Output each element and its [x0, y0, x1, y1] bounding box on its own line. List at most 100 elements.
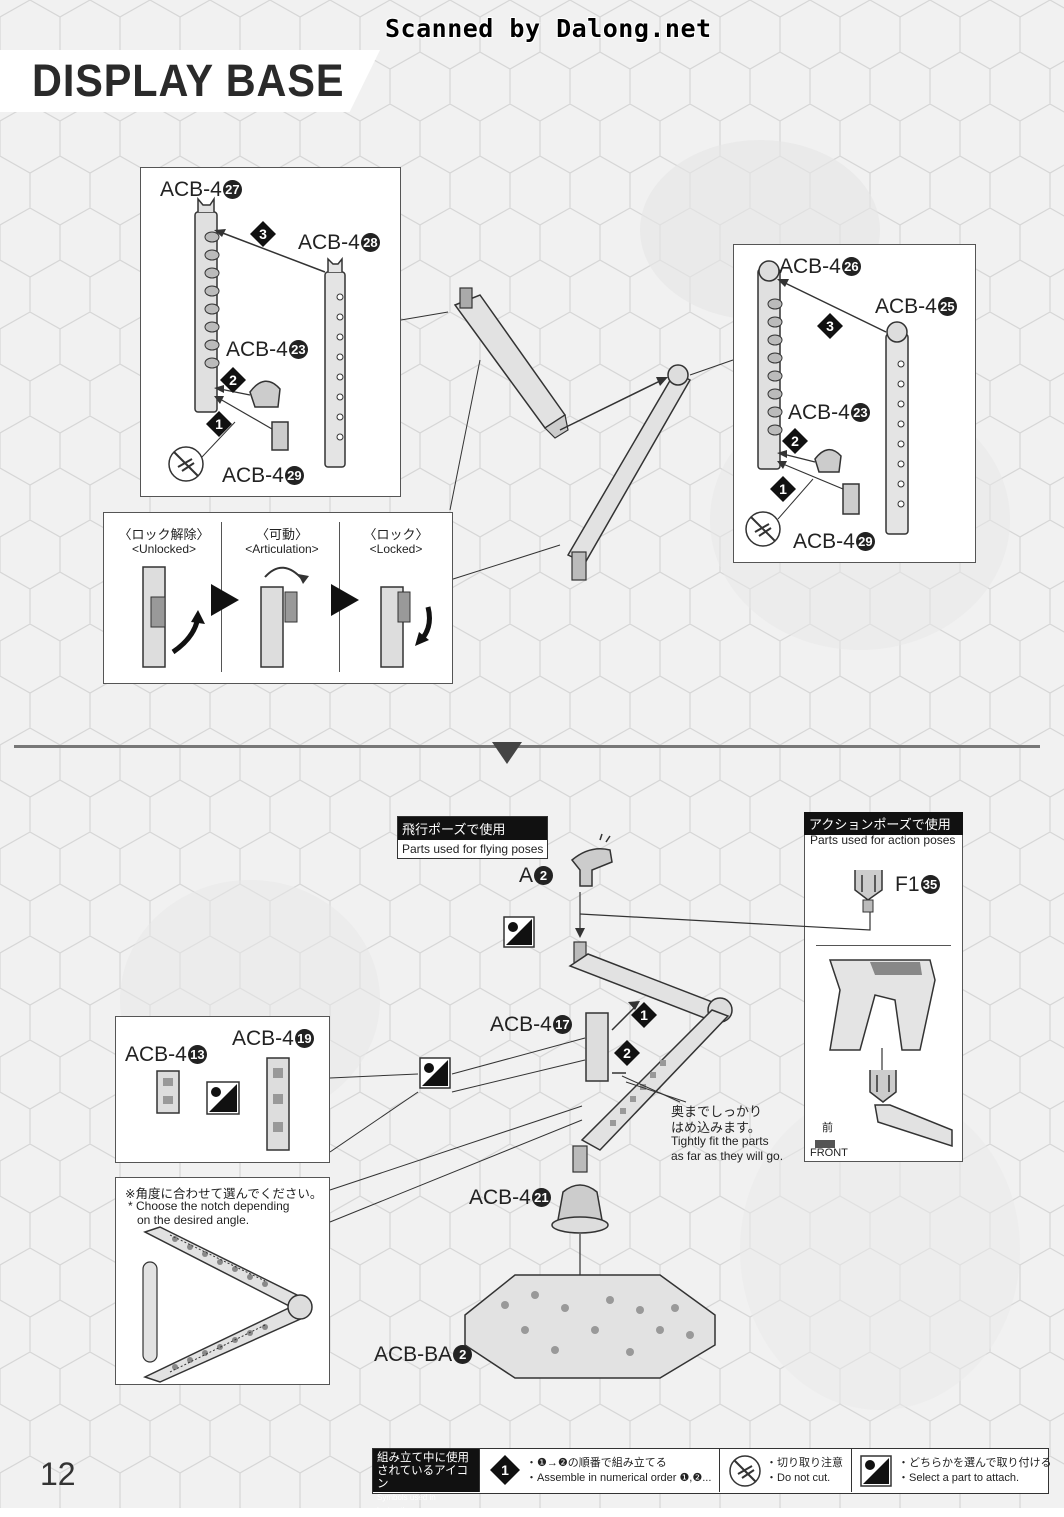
part-number: 13	[187, 1045, 207, 1064]
legend-head-3: Symbols used in instructions	[377, 1493, 436, 1515]
legend-cut-jp: ・切り取り注意	[766, 1457, 843, 1469]
label-text: ACB-4	[226, 338, 288, 361]
front-label-en: FRONT	[810, 1147, 848, 1159]
do-not-cut-icon	[729, 1455, 761, 1487]
step-3-icon: 3	[250, 221, 276, 247]
part-number: 23	[288, 340, 308, 359]
legend-order: 1 ・❶→❷の順番で組み立てる ・Assemble in numerical o…	[479, 1449, 719, 1492]
legend-select: ・どちらかを選んで取り付ける ・Select a part to attach.	[851, 1449, 1051, 1492]
angle-note-en-2: on the desired angle.	[137, 1213, 250, 1227]
upper-left-parts-drawing	[168, 196, 346, 482]
label-text: ACB-4	[788, 401, 850, 424]
flying-poses-tag-en: Parts used for flying poses	[402, 842, 544, 856]
flying-poses-tag: 飛行ポーズで使用 Parts used for flying poses	[397, 816, 549, 859]
fit-note-jp-2: はめ込みます。	[671, 1120, 761, 1135]
title-band	[0, 50, 380, 112]
step-number: 1	[640, 1007, 648, 1023]
part-number: 19	[294, 1029, 314, 1048]
svg-text:1: 1	[501, 1462, 509, 1478]
part-number: 26	[841, 257, 861, 276]
connector-choice-drawing	[156, 1057, 290, 1151]
step-number: 1	[779, 481, 787, 497]
angle-note-en-1: * Choose the notch depending	[128, 1199, 290, 1213]
step-1-icon: 1	[206, 411, 232, 437]
legend-cut: ・切り取り注意 ・Do not cut.	[719, 1449, 851, 1492]
label-text: ACB-4	[793, 530, 855, 553]
step-2-icon: 2	[782, 428, 808, 454]
divider	[816, 945, 951, 946]
angle-note-jp: ※角度に合わせて選んでください。	[125, 1187, 323, 1201]
label-text: ACB-4	[779, 255, 841, 278]
step-1-icon: 1	[770, 476, 796, 502]
stand-assembly-drawing	[329, 833, 953, 1379]
lock-state-unlocked-jp: 〈ロック解除〉	[118, 527, 210, 542]
label-text: ACB-4	[469, 1186, 531, 1209]
step-1-icon: 1	[631, 1002, 657, 1028]
step-number: 2	[791, 433, 799, 449]
flying-poses-tag-jp: 飛行ポーズで使用	[398, 817, 548, 840]
lock-state-articulation-en: <Articulation>	[245, 542, 319, 556]
down-arrow-icon	[492, 742, 522, 764]
lock-state-articulation-jp: 〈可動〉	[255, 527, 308, 542]
page-title: DISPLAY BASE	[32, 55, 345, 106]
label-text: ACB-4	[232, 1027, 294, 1050]
legend-head-2: されているアイコン	[377, 1465, 469, 1490]
label-text: ACB-4	[125, 1043, 187, 1066]
step-2-icon: 2	[614, 1040, 640, 1066]
part-number: 21	[531, 1188, 551, 1207]
step-order-icon: 1	[490, 1455, 520, 1485]
label-text: ACB-BA	[374, 1343, 453, 1366]
step-number: 3	[826, 318, 834, 334]
label-text: ACB-4	[298, 231, 360, 254]
legend-select-jp: ・どちらかを選んで取り付ける	[898, 1457, 1052, 1469]
icon-legend: 組み立て中に使用 されているアイコン Symbols used in instr…	[372, 1448, 1051, 1515]
lock-state-locked-en: <Locked>	[369, 542, 423, 556]
lock-state-unlocked-en: <Unlocked>	[131, 542, 197, 556]
angle-notch-drawing	[142, 1226, 313, 1383]
part-number: 2	[534, 866, 554, 885]
part-number: 27	[222, 180, 242, 199]
legend-order-jp: ・❶→❷の順番で組み立てる	[526, 1457, 667, 1469]
label-text: ACB-4	[875, 295, 937, 318]
legend-select-en: ・Select a part to attach.	[898, 1472, 1020, 1484]
legend-order-en: ・Assemble in numerical order ❶,❷...	[526, 1472, 712, 1484]
action-poses-box	[804, 812, 963, 1162]
action-poses-tag-en: Parts used for action poses	[810, 833, 956, 847]
part-number: 23	[850, 403, 870, 422]
legend-cut-en: ・Do not cut.	[766, 1472, 831, 1484]
part-number: 35	[920, 875, 940, 894]
label-text: ACB-4	[490, 1013, 552, 1036]
part-number: 17	[552, 1015, 572, 1034]
legend-head-1: 組み立て中に使用	[377, 1452, 469, 1464]
part-number: 25	[937, 297, 957, 316]
assembled-arm-drawing	[400, 287, 734, 581]
lock-states-drawing	[142, 566, 432, 668]
fit-note-jp-1: 奥までしっかり	[671, 1104, 763, 1119]
fit-note-en-2: as far as they will go.	[671, 1149, 784, 1163]
legend-heading: 組み立て中に使用 されているアイコン Symbols used in instr…	[373, 1449, 479, 1515]
upper-right-parts-drawing	[745, 260, 909, 547]
part-number: 28	[360, 233, 380, 252]
label-text: F1	[895, 873, 920, 896]
step-number: 2	[229, 372, 237, 388]
fit-note-en-1: Tightly fit the parts	[671, 1134, 769, 1148]
step-number: 1	[215, 416, 223, 432]
watermark: Scanned by Dalong.net	[385, 14, 712, 43]
section-divider	[14, 745, 1040, 748]
part-number: 29	[855, 532, 875, 551]
label-text: A	[519, 864, 534, 887]
step-3-icon: 3	[817, 313, 843, 339]
part-number: 29	[284, 466, 304, 485]
